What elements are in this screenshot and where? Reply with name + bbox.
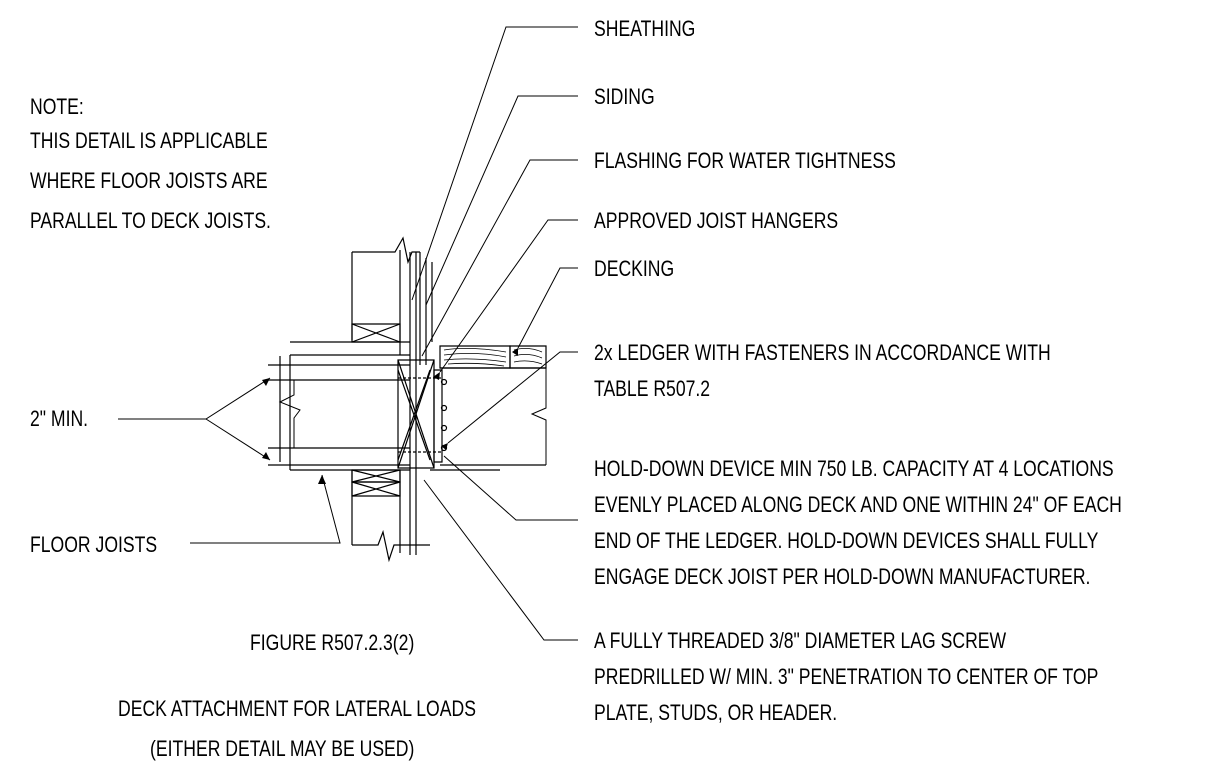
note-line: THIS DETAIL IS APPLICABLE — [30, 128, 268, 153]
wall-framing — [352, 238, 432, 560]
sheathing-label: SHEATHING — [594, 16, 696, 41]
figure-subtitle: (EITHER DETAIL MAY BE USED) — [150, 736, 415, 761]
arrow-heads — [262, 348, 518, 484]
leader-lines — [118, 27, 578, 640]
lag-screw-label-line: A FULLY THREADED 3/8" DIAMETER LAG SCREW — [594, 628, 1007, 653]
note-heading: NOTE: — [30, 94, 84, 119]
min-dimension-label: 2" MIN. — [30, 406, 89, 431]
decking-label: DECKING — [594, 256, 675, 281]
ledger-label-line: 2x LEDGER WITH FASTENERS IN ACCORDANCE W… — [594, 340, 1051, 365]
lag-screw-label-line: PLATE, STUDS, OR HEADER. — [594, 700, 838, 725]
note-line: WHERE FLOOR JOISTS ARE — [30, 168, 268, 193]
hold-down-label-line: ENGAGE DECK JOIST PER HOLD-DOWN MANUFACT… — [594, 564, 1091, 589]
upper-top-plate — [352, 324, 400, 342]
floor-joists-label: FLOOR JOISTS — [30, 532, 158, 557]
ledger-label-line: TABLE R507.2 — [594, 376, 711, 401]
hold-down-label-line: END OF THE LEDGER. HOLD-DOWN DEVICES SHA… — [594, 528, 1099, 553]
figure-number: FIGURE R507.2.3(2) — [250, 630, 415, 655]
figure-title: DECK ATTACHMENT FOR LATERAL LOADS — [118, 696, 476, 721]
decking-boards — [430, 346, 546, 470]
flashing-label: FLASHING FOR WATER TIGHTNESS — [594, 148, 896, 173]
joist-hanger — [398, 370, 448, 462]
lag-screw-label-line: PREDRILLED W/ MIN. 3" PENETRATION TO CEN… — [594, 664, 1099, 689]
lower-plates — [352, 470, 400, 496]
hold-down-label-line: EVENLY PLACED ALONG DECK AND ONE WITHIN … — [594, 492, 1122, 517]
note-line: PARALLEL TO DECK JOISTS. — [30, 208, 271, 233]
floor-assembly — [268, 342, 410, 470]
hold-down-label-line: HOLD-DOWN DEVICE MIN 750 LB. CAPACITY AT… — [594, 456, 1114, 481]
joist-hangers-label: APPROVED JOIST HANGERS — [594, 208, 839, 233]
siding-label: SIDING — [594, 84, 655, 109]
